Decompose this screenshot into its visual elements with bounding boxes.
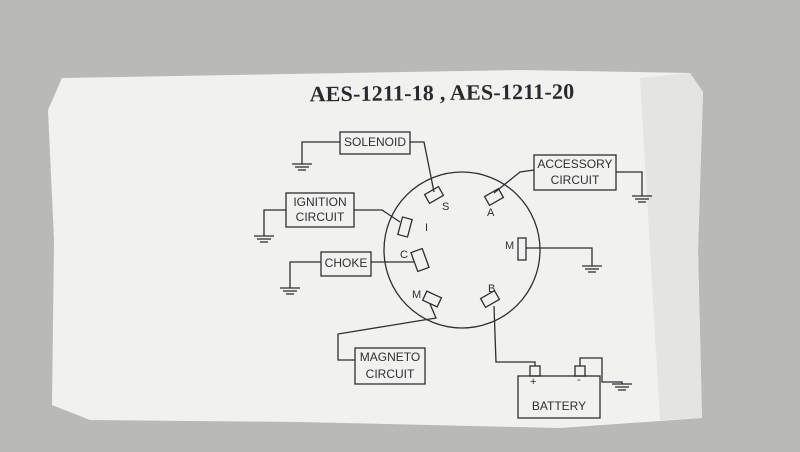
- terminal-i: [397, 216, 413, 238]
- diagram-title: AES-1211-18 , AES-1211-20: [309, 78, 575, 107]
- ground-icon: [280, 287, 300, 295]
- pin-a-label: A: [487, 207, 495, 219]
- pin-m-left-label: M: [412, 289, 422, 301]
- ignition-label-line2: CIRCUIT: [295, 210, 345, 224]
- wire-battery-ground: [579, 357, 623, 384]
- battery-label: BATTERY: [531, 399, 587, 413]
- wire-ignition-i: [354, 209, 401, 223]
- terminal-m-left: [421, 290, 443, 308]
- terminal-c: [410, 247, 430, 273]
- solenoid-box: [339, 131, 411, 155]
- pin-m-right-label: M: [505, 240, 515, 252]
- accessory-label-line1: ACCESSORY: [537, 157, 613, 171]
- solenoid-label: SOLENOID: [343, 135, 406, 149]
- battery-positive-label: +: [530, 376, 537, 388]
- terminal-a: [483, 187, 505, 207]
- terminal-s: [423, 185, 445, 205]
- paper-shadow: [640, 73, 703, 420]
- wire-magneto-m: [337, 303, 437, 361]
- wire-m-right-ground: [526, 247, 593, 266]
- wire-accessory-a: [493, 169, 535, 194]
- circuit-lines: [263, 131, 643, 419]
- wire-solenoid-ground: [301, 141, 340, 164]
- magneto-circuit-box: [354, 347, 426, 385]
- ignition-label-line1: IGNITION: [293, 195, 347, 209]
- accessory-label-line2: CIRCUIT: [550, 173, 600, 187]
- ground-icon: [292, 163, 312, 171]
- terminal-m-right: [517, 237, 527, 261]
- pin-s-label: S: [442, 201, 450, 213]
- ground-icon: [632, 195, 652, 203]
- battery-box: [517, 375, 601, 419]
- ground-symbols: [254, 163, 652, 391]
- wire-battery-b: [493, 305, 536, 366]
- wire-solenoid-s: [410, 141, 435, 193]
- pin-c-label: C: [400, 249, 408, 261]
- ground-icon: [612, 383, 632, 391]
- choke-label: CHOKE: [324, 256, 368, 270]
- terminal-b: [479, 289, 501, 309]
- wire-ignition-ground: [263, 209, 286, 236]
- pin-i-label: I: [425, 222, 429, 234]
- choke-box: [320, 251, 372, 277]
- magneto-label-line1: MAGNETO: [359, 350, 421, 364]
- ground-icon: [582, 265, 602, 273]
- pin-b-label: B: [488, 283, 496, 295]
- battery-negative-label: -: [577, 374, 581, 386]
- wire-accessory-ground: [616, 171, 643, 196]
- paper-sheet: [48, 70, 703, 428]
- magneto-label-line2: CIRCUIT: [365, 367, 415, 381]
- wire-choke-ground: [289, 261, 321, 288]
- ignition-switch-circle: [383, 171, 541, 329]
- ground-icon: [254, 235, 274, 243]
